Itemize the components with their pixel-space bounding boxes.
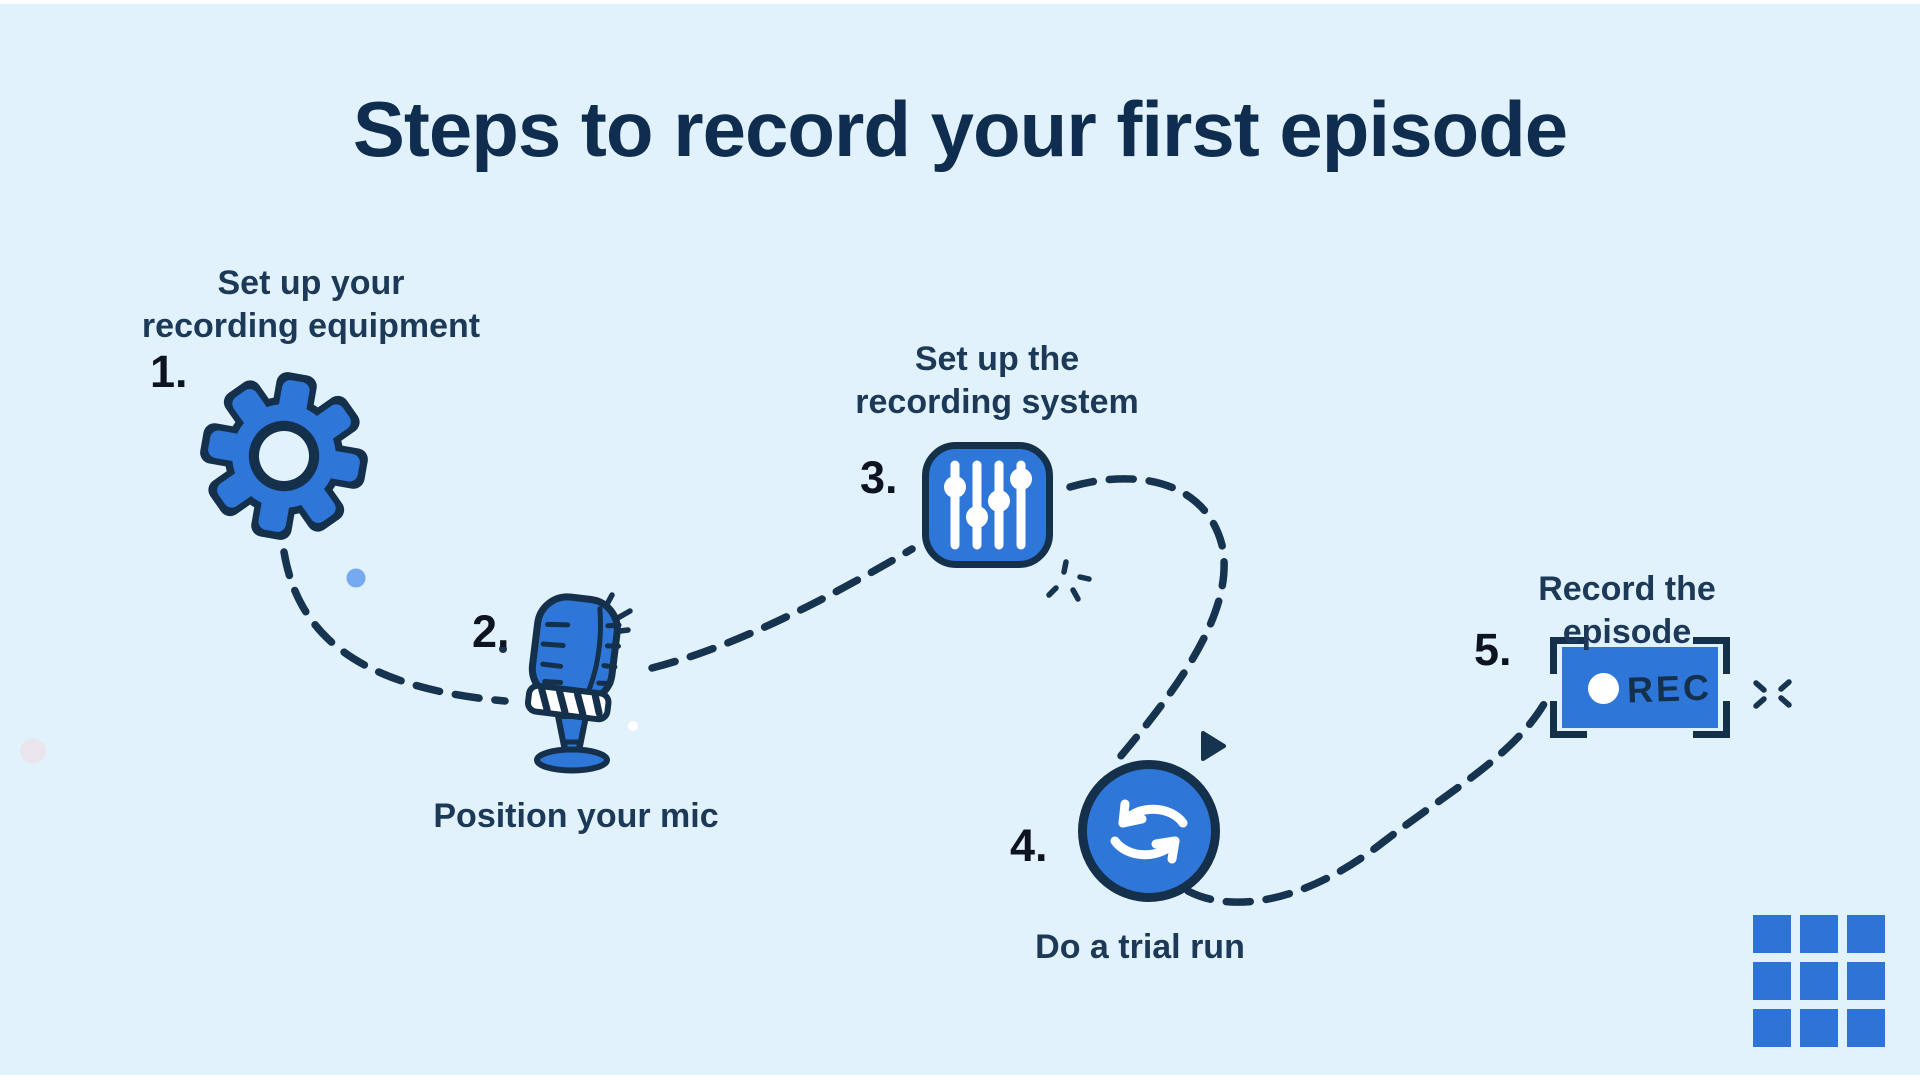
pale-blob — [20, 738, 46, 764]
record-dot-icon — [1588, 673, 1619, 704]
accent-dot-navy — [499, 645, 507, 653]
rec-label: REC — [1626, 666, 1713, 711]
step-5-label: Record the episode — [1538, 570, 1716, 651]
gear-icon — [200, 372, 368, 540]
audio-mixer-sliders-icon — [922, 442, 1053, 568]
sync-loop-icon — [1078, 760, 1220, 902]
step-1-number: 1. — [150, 346, 188, 397]
step-3-label: Set up the recording system — [855, 340, 1139, 421]
step-5-number: 5. — [1474, 624, 1512, 675]
sparkle-icon — [1046, 559, 1092, 602]
microphone-icon — [524, 593, 622, 774]
dashed-connector-2-3 — [648, 545, 916, 672]
accent-dot-white — [628, 721, 638, 731]
dashed-connector-4-5 — [1184, 700, 1548, 906]
page-title: Steps to record your first episode — [352, 85, 1568, 173]
frame-corner-icon — [1693, 637, 1730, 674]
step-1-label: Set up your recording equipment — [141, 264, 481, 345]
dashed-connector-3-4 — [1066, 475, 1228, 761]
play-triangle-icon — [1201, 731, 1226, 761]
dashed-connector-1-2 — [280, 548, 509, 705]
bottom-edge-strip — [0, 1075, 1920, 1080]
frame-corner-icon — [1693, 701, 1730, 738]
step-4-label: Do a trial run — [1035, 928, 1245, 966]
grid-squares-icon — [1753, 915, 1885, 1047]
sparkle-icon — [1753, 679, 1792, 709]
step-3-number: 3. — [860, 452, 898, 503]
top-edge-strip — [0, 0, 1920, 4]
accent-dot-blue — [346, 568, 366, 588]
frame-corner-icon — [1550, 637, 1587, 674]
step-2-number: 2. — [472, 606, 510, 657]
step-4-number: 4. — [1010, 820, 1048, 871]
step-2-label: Position your mic — [433, 797, 719, 835]
frame-corner-icon — [1550, 701, 1587, 738]
rec-frame-icon: REC — [1550, 637, 1730, 738]
